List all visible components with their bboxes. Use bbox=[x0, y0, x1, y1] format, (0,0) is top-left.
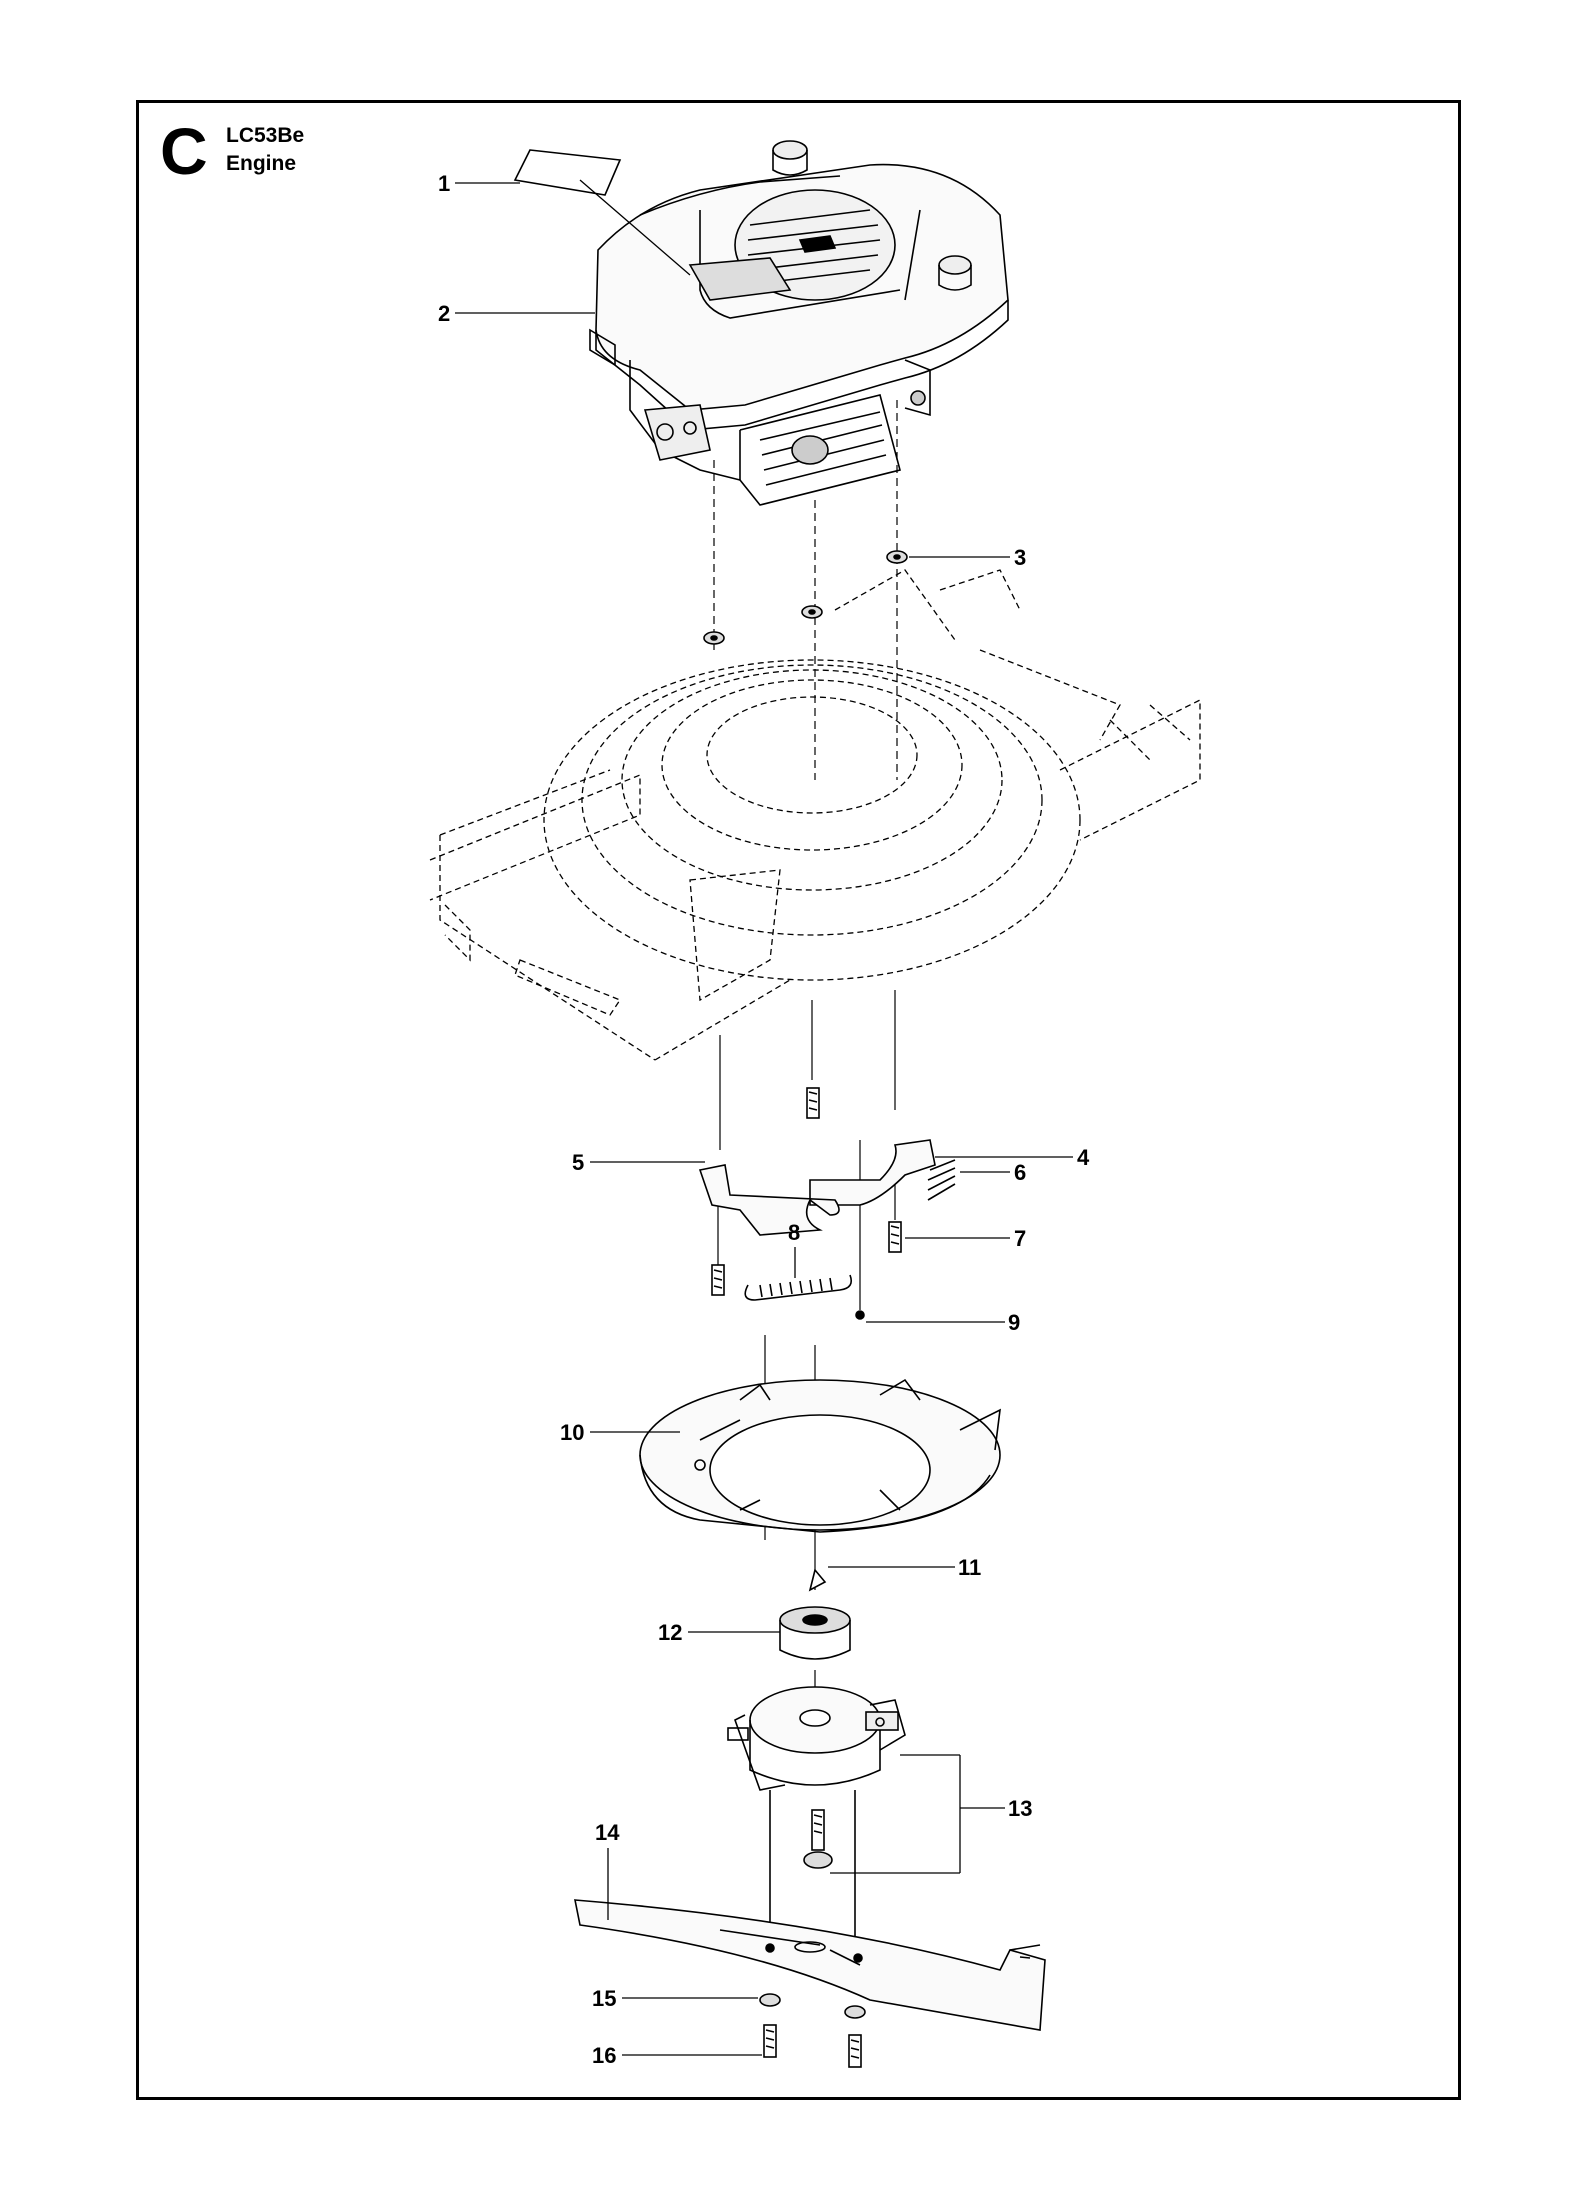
callout-10: 10 bbox=[560, 1420, 584, 1445]
blade-fasteners bbox=[759, 1993, 866, 2068]
deck-alignment-lines bbox=[717, 990, 896, 1310]
callout-16: 16 bbox=[592, 2043, 616, 2068]
small-screw-illustration bbox=[855, 1310, 865, 1320]
deck-bolts bbox=[711, 1087, 902, 1296]
callout-2: 2 bbox=[438, 301, 450, 326]
blade-brake-clutch-illustration bbox=[727, 1686, 906, 1960]
callout-15: 15 bbox=[592, 1986, 616, 2011]
callout-9: 9 bbox=[1008, 1310, 1020, 1335]
baffle-guard-illustration bbox=[639, 1378, 1001, 1533]
model-name: LC53Be bbox=[226, 124, 305, 147]
callout-4: 4 bbox=[1077, 1145, 1090, 1170]
callout-11: 11 bbox=[958, 1555, 981, 1580]
bracket-illustration bbox=[809, 1139, 936, 1206]
callout-3: 3 bbox=[1014, 545, 1026, 570]
diagram-frame bbox=[136, 100, 1461, 2100]
callout-1: 1 bbox=[438, 171, 450, 196]
key-illustration bbox=[808, 1568, 827, 1592]
adapter-illustration bbox=[779, 1606, 851, 1660]
tension-spring-illustration bbox=[744, 1274, 853, 1301]
engine-alignment-lines bbox=[713, 400, 898, 780]
brake-bracket-illustration bbox=[698, 1164, 840, 1236]
callout-numbers: 1 2 3 4 5 6 7 8 9 10 11 12 13 14 15 16 bbox=[438, 171, 1090, 2068]
callout-leader-lines bbox=[455, 179, 1073, 2056]
engine-washers bbox=[703, 550, 908, 645]
callout-13: 13 bbox=[1008, 1796, 1032, 1821]
diagram-subtitle: Engine bbox=[226, 152, 297, 175]
short-spring-illustration bbox=[927, 1159, 956, 1201]
mower-deck-outline bbox=[429, 569, 1201, 1061]
callout-5: 5 bbox=[572, 1150, 584, 1175]
callout-8: 8 bbox=[788, 1220, 800, 1245]
section-letter: C bbox=[160, 114, 208, 188]
decal-illustration bbox=[513, 149, 622, 196]
blade-illustration bbox=[574, 1899, 1046, 2031]
callout-6: 6 bbox=[1014, 1160, 1026, 1185]
callout-12: 12 bbox=[658, 1620, 682, 1645]
callout-14: 14 bbox=[595, 1820, 620, 1845]
engine-illustration bbox=[589, 140, 1009, 506]
callout-7: 7 bbox=[1014, 1226, 1026, 1251]
